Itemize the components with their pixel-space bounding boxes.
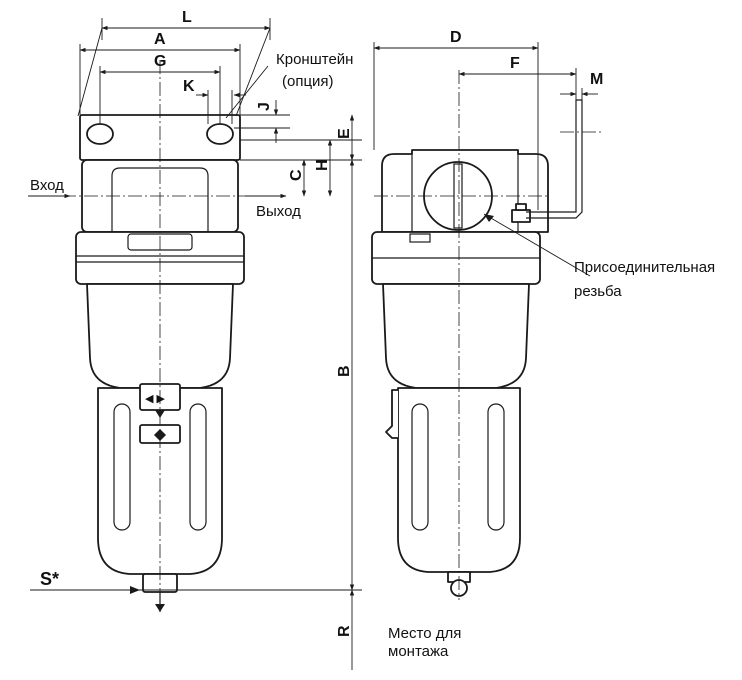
mount-label-line2: монтажа	[388, 643, 449, 660]
dim-B: B	[336, 365, 353, 377]
dim-L: L	[182, 9, 192, 26]
dim-F: F	[510, 55, 520, 72]
dim-D: D	[450, 29, 462, 46]
svg-text:◀ ▶: ◀ ▶	[145, 393, 166, 405]
side-cap-notch	[409, 233, 431, 243]
dim-H: H	[314, 159, 331, 171]
dim-R: R	[336, 625, 353, 637]
thread-label-line2: резьба	[574, 283, 622, 300]
dim-M: M	[590, 71, 603, 88]
head-window	[111, 167, 209, 232]
dim-A: A	[154, 31, 166, 48]
labels: Вход Выход Кронштейн (опция) Присоединит…	[30, 9, 715, 660]
bracket-label-line2: (опция)	[282, 73, 334, 90]
side-slot-left	[411, 403, 429, 531]
dim-J: J	[256, 102, 273, 111]
dim-K: K	[183, 78, 195, 95]
thread-label-line1: Присоединительная	[574, 259, 715, 276]
front-dimensions	[30, 18, 362, 670]
outlet-label: Выход	[256, 203, 301, 220]
mount-label-line1: Место для	[388, 625, 461, 642]
side-dimensions	[373, 42, 598, 210]
bracket-hole-left	[86, 123, 114, 145]
dim-E: E	[336, 128, 353, 139]
side-view	[371, 70, 602, 600]
inlet-label: Вход	[30, 177, 64, 194]
bracket-label-line1: Кронштейн	[276, 51, 353, 68]
bowl-lock	[385, 389, 398, 439]
bracket-hole-right	[206, 123, 234, 145]
dim-C: C	[288, 169, 305, 181]
front-view: ◀ ▶	[28, 60, 287, 612]
side-slot-right	[487, 403, 505, 531]
drain-label: S*	[40, 569, 59, 589]
side-upper-bowl	[382, 283, 530, 389]
guard-slot-left	[113, 403, 131, 531]
guard-slot-right	[189, 403, 207, 531]
dim-G: G	[154, 53, 166, 70]
